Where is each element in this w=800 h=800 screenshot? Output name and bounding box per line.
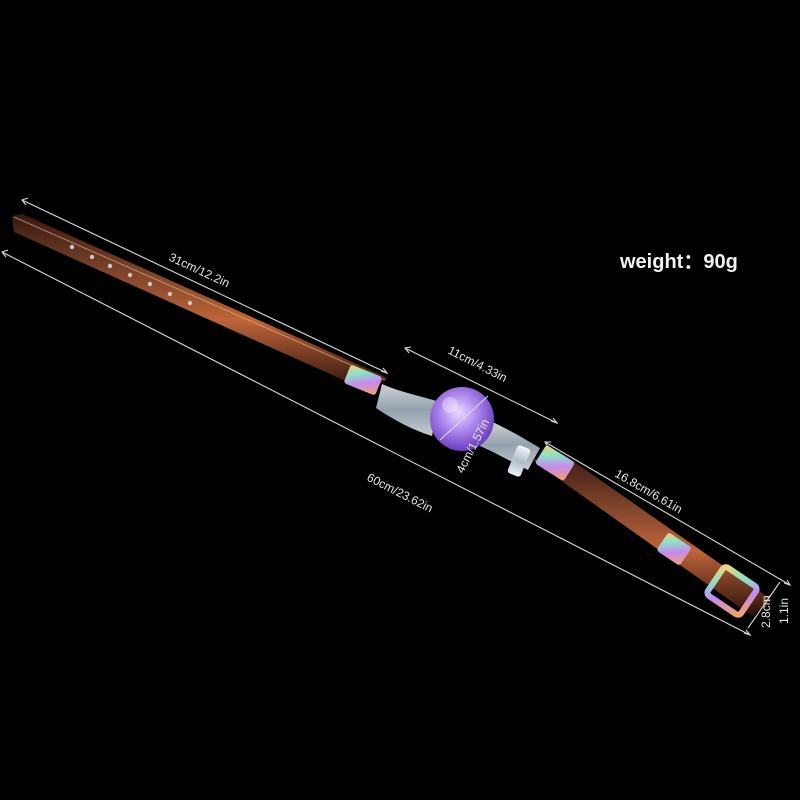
dim-line-short-strap — [544, 441, 791, 586]
ball — [430, 387, 494, 451]
strap-holes — [69, 244, 193, 306]
dim-line-width — [747, 581, 781, 629]
strap-left-clip — [344, 365, 382, 395]
strap-keeper — [657, 533, 691, 565]
dim-label-center: 11cm/4.33in — [446, 343, 510, 385]
dim-label-total: 60cm/23.62in — [365, 470, 436, 515]
dim-line-long-strap — [21, 199, 388, 374]
dim-line-center — [404, 347, 558, 424]
dim-line-ball — [439, 395, 489, 441]
strap-right — [532, 445, 772, 618]
dim-label-width-in: 1.1in — [777, 598, 791, 624]
strap-left — [12, 214, 388, 395]
dim-label-width-cm: 2.8cm — [759, 595, 773, 628]
buckle — [704, 564, 760, 618]
dim-line-total — [1, 251, 751, 636]
strap-right-clip — [535, 445, 575, 481]
dimension-lines — [1, 197, 792, 637]
weight-label: weight：90g — [619, 251, 738, 273]
